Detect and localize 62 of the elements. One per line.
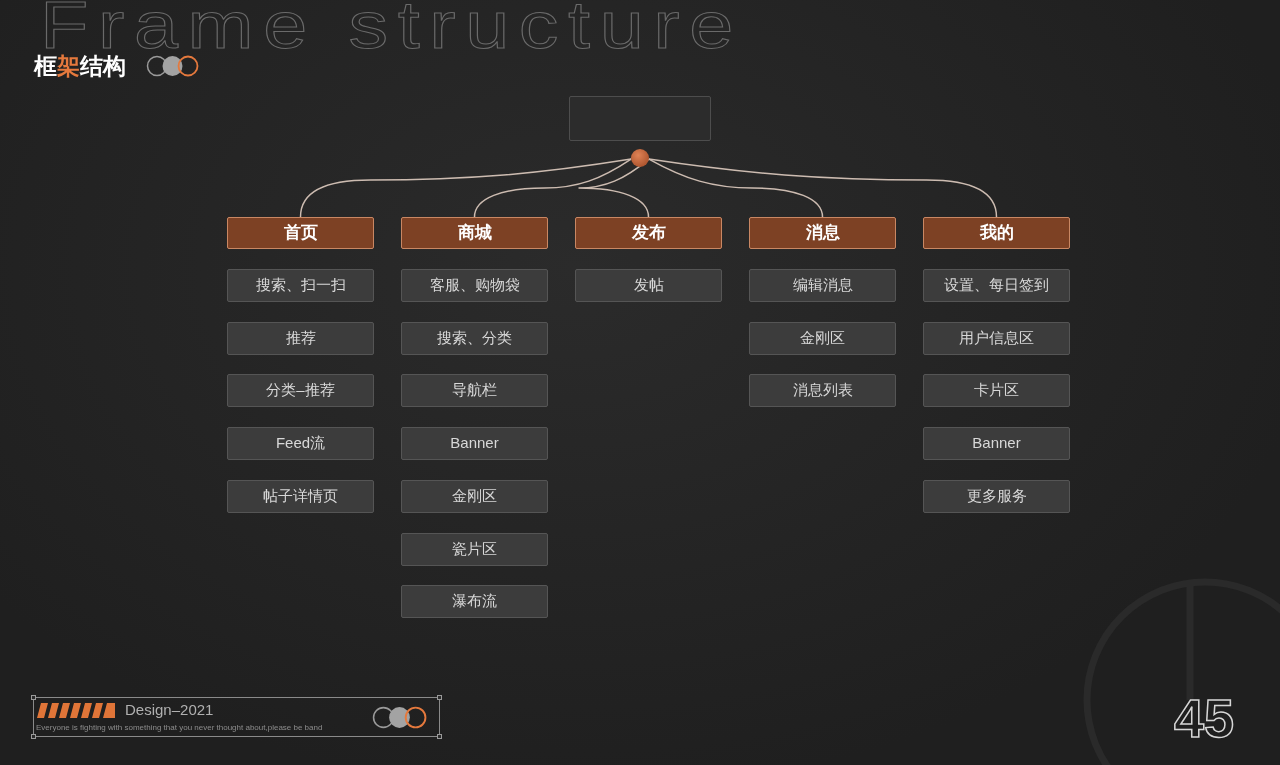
item-box [923,269,1070,302]
item-box [227,269,374,302]
footer-heading: Design–2021 [125,701,214,720]
item-label: 卡片区 [974,381,1019,400]
item-label: 搜索、分类 [437,329,512,348]
item-label: 金刚区 [452,487,497,506]
item-label: Banner [972,434,1021,453]
item-box [749,374,896,407]
category-box [749,217,896,249]
item-box [923,480,1070,513]
category-box [923,217,1070,249]
category-box [401,217,548,249]
category-label: 我的 [979,222,1014,244]
connector-line [473,158,632,218]
item-box [227,322,374,355]
item-label: 客服、购物袋 [429,276,520,295]
connector-line [648,158,998,218]
category-label: 首页 [283,222,318,244]
category-box [575,217,722,249]
item-box [749,322,896,355]
item-label: 搜索、扫一扫 [255,276,346,295]
item-label: 推荐 [285,329,316,348]
connector-line [299,158,632,218]
item-label: 分类–推荐 [266,381,335,400]
item-box [923,427,1070,460]
category-label: 发布 [631,222,666,244]
item-label: Feed流 [275,434,326,453]
root-box [569,96,711,141]
category-label: 商城 [457,222,492,244]
item-label: 发帖 [633,276,664,295]
item-label: 瀑布流 [452,592,497,611]
item-label: Banner [450,434,499,453]
item-label: 导航栏 [452,381,497,400]
item-box [227,374,374,407]
item-box [401,322,548,355]
item-box [575,269,722,302]
background-heading: Frame structure [40,0,743,51]
item-label: 编辑消息 [792,276,853,295]
item-box [923,374,1070,407]
item-box [401,269,548,302]
item-label: 消息列表 [792,381,853,400]
footer-tagline: Everyone is fighting with something that you never thought about,please be band [36,723,323,733]
item-label: 用户信息区 [959,329,1034,348]
item-box [923,322,1070,355]
category-label: 消息 [805,222,840,244]
category-box [227,217,374,249]
page-title: 框架结构 [34,52,126,81]
item-label: 帖子详情页 [263,487,338,506]
item-label: 更多服务 [966,487,1027,506]
item-label: 金刚区 [800,329,845,348]
page-number: 45 [1174,691,1235,745]
item-box [749,269,896,302]
item-box [401,427,548,460]
item-box [227,480,374,513]
item-box [401,533,548,566]
item-label: 设置、每日签到 [944,276,1049,295]
item-box [401,374,548,407]
connector-line [648,158,824,218]
item-box [401,585,548,618]
item-label: 瓷片区 [452,540,497,559]
item-box [227,427,374,460]
item-box [401,480,548,513]
